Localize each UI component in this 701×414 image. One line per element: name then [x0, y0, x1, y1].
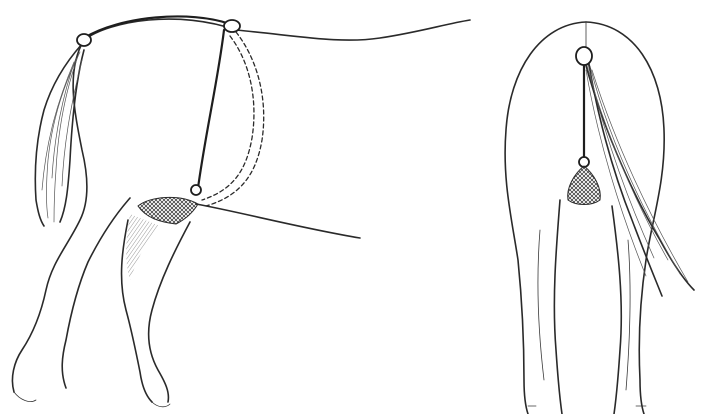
side-view-panel	[12, 16, 470, 406]
ring-fitting-icon	[224, 20, 240, 32]
hind-leg-front	[62, 198, 130, 388]
quarter-strap	[198, 30, 224, 188]
rear-right-leg-inner	[612, 206, 621, 414]
hoof-detail	[152, 402, 170, 407]
rear-leg-contour	[626, 240, 630, 390]
rump-outline-right	[586, 22, 664, 414]
rear-leg-contour	[538, 230, 544, 380]
rear-left-leg-inner	[554, 200, 562, 414]
ring-fitting-icon	[191, 185, 201, 195]
back-line	[236, 20, 470, 40]
thigh-shading	[126, 214, 160, 280]
hoof-detail	[14, 392, 36, 402]
ring-fitting-icon	[576, 47, 592, 65]
belly-line	[196, 204, 360, 238]
hindquarter-outline	[84, 19, 236, 40]
tail-icon	[35, 44, 84, 226]
tail-icon	[584, 58, 694, 296]
ring-fitting-icon	[77, 34, 91, 46]
crosshatch-pad-icon	[568, 166, 601, 205]
crosshatch-pad-icon	[138, 197, 198, 224]
rump-outline	[505, 22, 586, 414]
rear-view-panel	[505, 22, 694, 414]
inner-hind-leg-front	[149, 222, 190, 402]
far-side-strap-dashed	[206, 32, 264, 206]
